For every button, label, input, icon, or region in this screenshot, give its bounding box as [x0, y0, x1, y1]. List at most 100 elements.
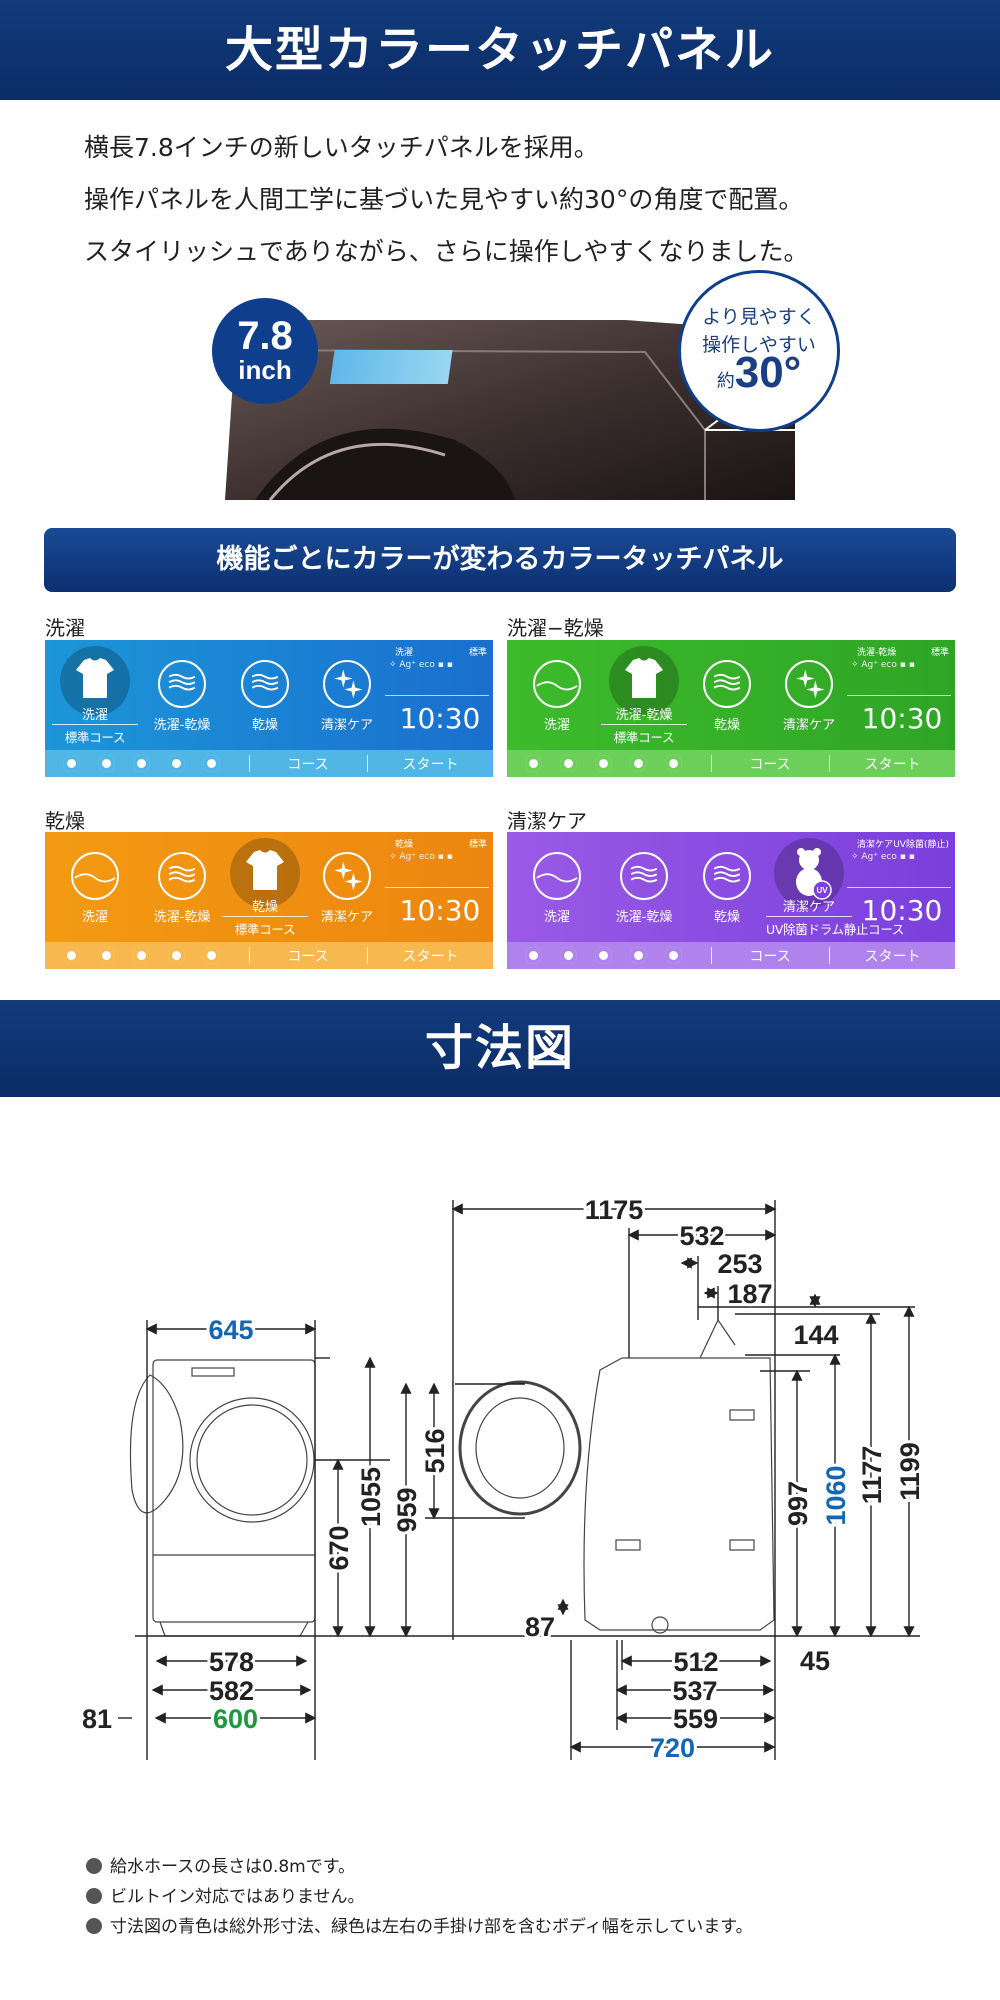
- status-icons: ✧ Ag⁺ eco ▪ ▪: [851, 660, 915, 670]
- wash-icon: [533, 660, 581, 708]
- angle-callout: より見やすく 操作しやすい 約30°: [678, 270, 840, 432]
- note-item: 寸法図の青色は総外形寸法、緑色は左右の手掛け部を含むボディ幅を示しています。: [86, 1912, 753, 1942]
- timer-icon[interactable]: [630, 755, 647, 772]
- mode-label: 清潔ケア: [782, 900, 835, 915]
- status-course: 標準: [468, 648, 487, 658]
- callout-angle: 30°: [734, 348, 802, 397]
- dim-720-label: 720: [650, 1733, 695, 1763]
- mode-label: 洗濯: [543, 910, 570, 925]
- detergent-icon[interactable]: [560, 755, 577, 772]
- timer-icon[interactable]: [630, 947, 647, 964]
- panel-main-area: 洗濯標準コース洗濯-乾燥乾燥清潔ケア 洗濯 標準 ✧ Ag⁺ eco ▪ ▪ 1…: [45, 640, 493, 750]
- mode-button-1[interactable]: 洗濯-乾燥標準コース: [599, 640, 689, 750]
- uv-badge-text: UV: [816, 886, 828, 895]
- mode-course: 標準コース: [222, 916, 308, 938]
- mode-label: 清潔ケア: [782, 718, 835, 733]
- tank-icon[interactable]: [203, 947, 220, 964]
- note-item: 給水ホースの長さは0.8mです。: [86, 1852, 753, 1882]
- dim-645-label: 645: [208, 1315, 253, 1345]
- settings-icon[interactable]: [63, 947, 80, 964]
- course-button[interactable]: コース: [749, 757, 791, 773]
- mode-label: 洗濯-乾燥: [615, 910, 673, 925]
- touch-panel: 洗濯 洗濯-乾燥標準コース乾燥清潔ケア 洗濯-乾燥 標準 ✧ Ag⁺ eco ▪ …: [507, 640, 955, 777]
- mode-button-0[interactable]: 洗濯: [512, 832, 602, 942]
- mode-label: 清潔ケア: [320, 910, 373, 925]
- mode-button-1[interactable]: 洗濯-乾燥: [137, 832, 227, 942]
- mode-label: 洗濯-乾燥: [153, 910, 211, 925]
- detergent-icon[interactable]: [98, 755, 115, 772]
- timer-icon[interactable]: [168, 947, 185, 964]
- mode-course: 標準コース: [52, 724, 138, 746]
- status-mode: 洗濯: [395, 648, 414, 658]
- mode-button-0[interactable]: 洗濯標準コース: [50, 640, 140, 750]
- dim-1055-label: 1055: [356, 1467, 386, 1527]
- clean-care-icon: [323, 852, 371, 900]
- mode-button-3[interactable]: 清潔ケア: [302, 832, 392, 942]
- status-icons: ✧ Ag⁺ eco ▪ ▪: [851, 852, 915, 862]
- mode-label: 洗濯: [543, 718, 570, 733]
- dry-icon: [241, 660, 289, 708]
- mode-button-2[interactable]: 乾燥標準コース: [220, 832, 310, 942]
- dim-81-label: 81: [82, 1704, 112, 1734]
- mode-button-3[interactable]: 清潔ケア: [302, 640, 392, 750]
- dim-532-label: 532: [679, 1221, 724, 1251]
- detergent-icon[interactable]: [560, 947, 577, 964]
- callout-line-1: より見やすく: [702, 306, 816, 328]
- course-button[interactable]: コース: [287, 757, 329, 773]
- dim-537-label: 537: [672, 1676, 717, 1706]
- status-icons: ✧ Ag⁺ eco ▪ ▪: [389, 852, 453, 862]
- status-course: 標準: [930, 648, 949, 658]
- panel-mode-label: 清潔ケア: [507, 809, 587, 833]
- course-button[interactable]: コース: [287, 949, 329, 965]
- mode-label: 洗濯-乾燥: [615, 708, 673, 723]
- course-button[interactable]: コース: [749, 949, 791, 965]
- clean-care-icon: [323, 660, 371, 708]
- dry-icon: [703, 660, 751, 708]
- mode-button-0[interactable]: 洗濯: [50, 832, 140, 942]
- detergent-icon[interactable]: [98, 947, 115, 964]
- tank-icon[interactable]: [203, 755, 220, 772]
- temperature-icon[interactable]: [133, 755, 150, 772]
- shirt-icon: [609, 646, 679, 716]
- settings-icon[interactable]: [63, 755, 80, 772]
- mode-button-0[interactable]: 洗濯: [512, 640, 602, 750]
- callout-prefix: 約: [716, 371, 735, 392]
- dry-icon: [703, 852, 751, 900]
- settings-icon[interactable]: [525, 755, 542, 772]
- panel-bottom-bar: コース スタート: [45, 942, 493, 969]
- dim-959-label: 959: [392, 1487, 422, 1532]
- tank-icon[interactable]: [665, 947, 682, 964]
- mode-button-3[interactable]: 清潔ケア: [764, 640, 854, 750]
- panel-status-area: 洗濯 標準 ✧ Ag⁺ eco ▪ ▪: [385, 642, 489, 696]
- settings-icon[interactable]: [525, 947, 542, 964]
- start-button[interactable]: スタート: [864, 757, 921, 773]
- dim-253-label: 253: [717, 1249, 762, 1279]
- clean-care-icon: [785, 660, 833, 708]
- temperature-icon[interactable]: [133, 947, 150, 964]
- timer-icon[interactable]: [168, 755, 185, 772]
- tank-icon[interactable]: [665, 755, 682, 772]
- mode-button-1[interactable]: 洗濯-乾燥: [599, 832, 689, 942]
- mode-button-1[interactable]: 洗濯-乾燥: [137, 640, 227, 750]
- panel-main-area: 洗濯 洗濯-乾燥標準コース乾燥清潔ケア 洗濯-乾燥 標準 ✧ Ag⁺ eco ▪ …: [507, 640, 955, 750]
- temperature-icon[interactable]: [595, 755, 612, 772]
- washer-drawings: [129, 1318, 920, 1637]
- dim-1177-label: 1177: [857, 1446, 887, 1505]
- panel-mode-label: 乾燥: [45, 809, 85, 833]
- start-button[interactable]: スタート: [864, 949, 921, 965]
- mode-button-2[interactable]: 乾燥: [220, 640, 310, 750]
- mode-button-2[interactable]: 乾燥: [682, 832, 772, 942]
- start-button[interactable]: スタート: [402, 949, 459, 965]
- mode-button-2[interactable]: 乾燥: [682, 640, 772, 750]
- temperature-icon[interactable]: [595, 947, 612, 964]
- panel-status-area: 清潔ケア UV除菌(静止) ✧ Ag⁺ eco ▪ ▪: [847, 834, 951, 888]
- status-course: UV除菌(静止): [893, 840, 949, 850]
- wash-dry-icon: [158, 660, 206, 708]
- bullet-icon: [86, 1918, 102, 1934]
- start-button[interactable]: スタート: [402, 757, 459, 773]
- section-header-dimensions: 寸法図: [0, 1000, 1000, 1097]
- panel-mode-label: 洗濯−乾燥: [507, 616, 604, 640]
